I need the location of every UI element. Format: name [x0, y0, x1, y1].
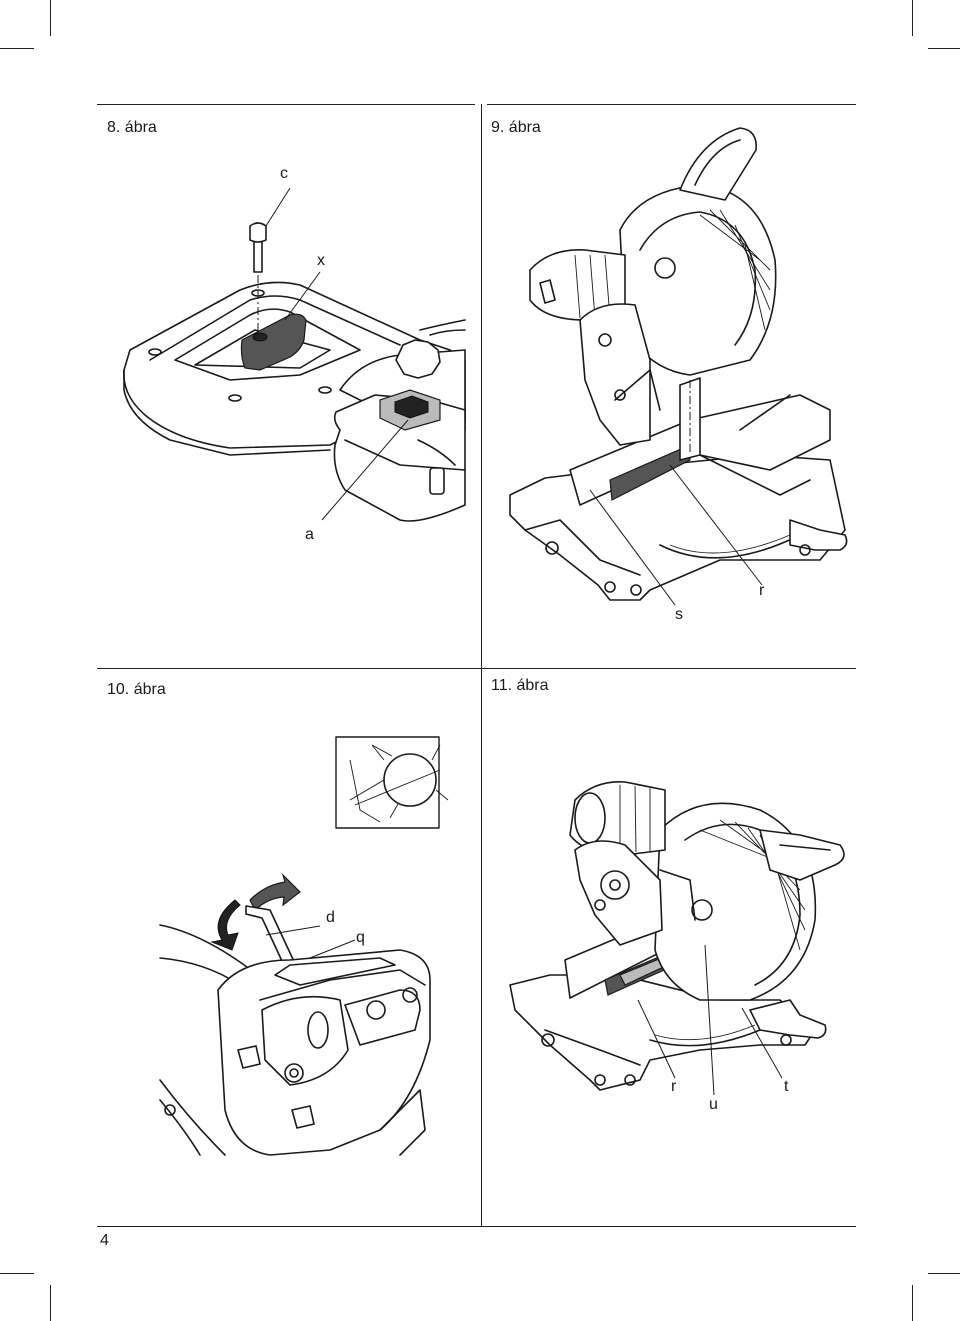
crop-mark: [0, 48, 34, 49]
crop-mark: [912, 0, 913, 36]
page-number: 4: [100, 1232, 109, 1249]
label-r: r: [671, 1078, 677, 1095]
crop-mark: [50, 0, 51, 36]
crop-mark: [50, 1285, 51, 1321]
frame-top-right: [487, 104, 856, 105]
label-x: x: [317, 252, 325, 269]
label-a: a: [305, 526, 314, 543]
frame-divider-vertical: [481, 104, 482, 1226]
crop-mark: [912, 1285, 913, 1321]
figure-10-title: 10. ábra: [107, 681, 166, 698]
frame-bottom: [97, 1226, 856, 1227]
figure-11-title: 11. ábra: [491, 677, 549, 694]
label-t: t: [784, 1078, 789, 1095]
label-c: c: [280, 165, 288, 182]
label-d: d: [326, 909, 335, 926]
crop-mark: [928, 1273, 960, 1274]
crop-mark: [928, 48, 960, 49]
label-q: q: [356, 929, 365, 946]
crop-mark: [0, 1273, 34, 1274]
figure-8-title: 8. ábra: [107, 119, 157, 136]
label-u: u: [709, 1096, 718, 1113]
frame-top-left: [97, 104, 475, 105]
label-r: r: [759, 582, 765, 599]
figure-9-title: 9. ábra: [491, 119, 541, 136]
frame-middle: [97, 668, 856, 669]
label-s: s: [675, 606, 683, 623]
